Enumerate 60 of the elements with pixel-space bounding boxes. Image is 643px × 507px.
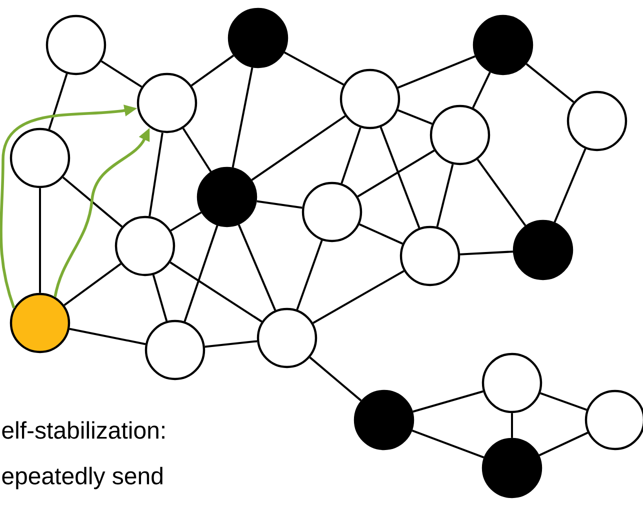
- node-circle: [512, 220, 574, 280]
- node-circle: [144, 320, 206, 380]
- node-circle: [400, 226, 460, 286]
- connector-line: [251, 115, 346, 181]
- connector-line: [69, 328, 146, 346]
- node-circle: [114, 216, 176, 276]
- node-circle: [228, 8, 288, 68]
- connector-line: [170, 262, 262, 322]
- connector-line: [184, 225, 218, 322]
- node-circle: [482, 352, 542, 414]
- connector-line: [398, 109, 432, 125]
- node-circle: [46, 14, 106, 76]
- connector-line: [538, 432, 588, 456]
- node-circle: [256, 308, 318, 368]
- connector-line: [62, 176, 123, 228]
- connector-line: [190, 54, 234, 86]
- connector-line: [412, 430, 484, 458]
- connector-line: [39, 188, 41, 293]
- connector-line: [476, 158, 526, 226]
- connector-line: [238, 224, 276, 311]
- node-circle: [354, 390, 414, 450]
- connector-line: [554, 148, 586, 223]
- connector-line: [48, 73, 68, 130]
- node-circle: [340, 68, 400, 130]
- connector-line: [284, 52, 344, 86]
- connector-line: [152, 274, 168, 322]
- node-circle: [302, 182, 362, 242]
- connector-line: [204, 340, 258, 348]
- connector-line: [312, 270, 404, 324]
- connector-line: [64, 263, 122, 306]
- node-circle: [566, 90, 628, 152]
- connector-line: [398, 55, 476, 89]
- connector-line: [309, 356, 362, 402]
- connector-line: [357, 150, 435, 198]
- node-circle: [196, 166, 258, 228]
- connector-line: [359, 223, 403, 245]
- connector-line: [182, 128, 212, 172]
- node-circle: [136, 72, 198, 134]
- connector-line: [526, 63, 574, 103]
- connector-line: [436, 164, 454, 228]
- connector-line: [232, 67, 254, 168]
- note-text: elf-stabilization:: [2, 421, 164, 439]
- connector-line: [412, 390, 484, 413]
- connector-line: [460, 250, 513, 256]
- connector-line: [511, 413, 513, 438]
- node-circle: [10, 128, 70, 188]
- connector-line: [472, 72, 491, 108]
- node-circle: [430, 104, 490, 166]
- connector-line: [540, 392, 588, 411]
- node-circle: [482, 438, 542, 498]
- connector-line: [148, 132, 164, 216]
- node-circle: [472, 14, 534, 76]
- connector-line: [296, 240, 323, 310]
- connector-line: [170, 212, 202, 232]
- note-text: epeatedly send: [2, 466, 162, 490]
- connector-line: [100, 60, 142, 88]
- connector-line: [340, 127, 362, 184]
- connector-line: [256, 200, 302, 209]
- node-circle: [10, 292, 70, 354]
- connector-line: [380, 126, 420, 228]
